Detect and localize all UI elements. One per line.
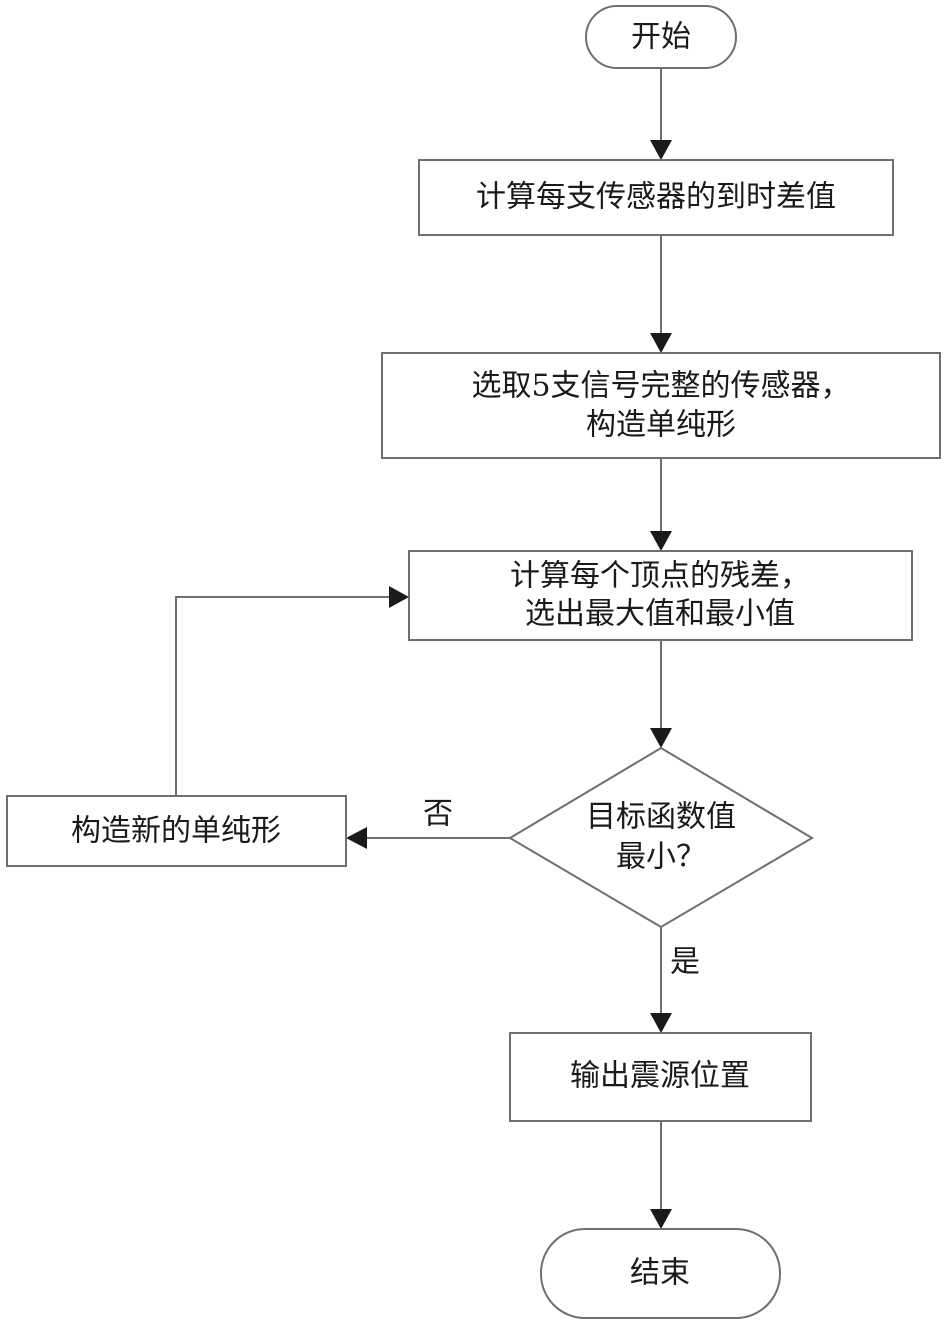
start-terminal: 开始	[585, 5, 737, 69]
step3-line1: 计算每个顶点的残差，	[510, 559, 810, 594]
arrow-step3-to-decision	[650, 640, 672, 748]
process-select-sensors: 选取5支信号完整的传感器， 构造单纯形	[381, 352, 941, 459]
start-label: 开始	[631, 20, 691, 55]
step3-line2: 选出最大值和最小值	[525, 597, 795, 632]
decision-line2: 最小？	[616, 840, 706, 875]
step1-label: 计算每支传感器的到时差值	[476, 180, 836, 215]
yes-label: 是	[670, 945, 700, 980]
decision-line1: 目标函数值	[586, 800, 736, 835]
no-label: 否	[423, 797, 453, 832]
arrow-step2-to-step3	[650, 458, 672, 551]
new-simplex-label: 构造新的单纯形	[71, 814, 281, 849]
arrow-output-to-end	[650, 1121, 672, 1229]
process-construct-new-simplex: 构造新的单纯形	[6, 795, 347, 867]
step2-line1: 选取5支信号完整的传感器，	[471, 369, 850, 404]
process-compute-residuals: 计算每个顶点的残差， 选出最大值和最小值	[408, 550, 913, 641]
output-label: 输出震源位置	[570, 1059, 750, 1094]
end-label: 结束	[630, 1256, 690, 1291]
process-output-source-location: 输出震源位置	[509, 1032, 812, 1122]
process-compute-time-difference: 计算每支传感器的到时差值	[418, 159, 894, 236]
arrow-decision-yes	[650, 927, 672, 1033]
step2-line2: 构造单纯形	[586, 408, 736, 443]
decision-objective-minimum: 目标函数值 最小？	[508, 746, 814, 929]
arrow-step1-to-step2	[650, 235, 672, 353]
arrow-decision-no	[346, 827, 510, 849]
arrow-start-to-step1	[650, 68, 672, 160]
arrow-loop-back	[175, 586, 409, 796]
end-terminal: 结束	[540, 1228, 781, 1319]
